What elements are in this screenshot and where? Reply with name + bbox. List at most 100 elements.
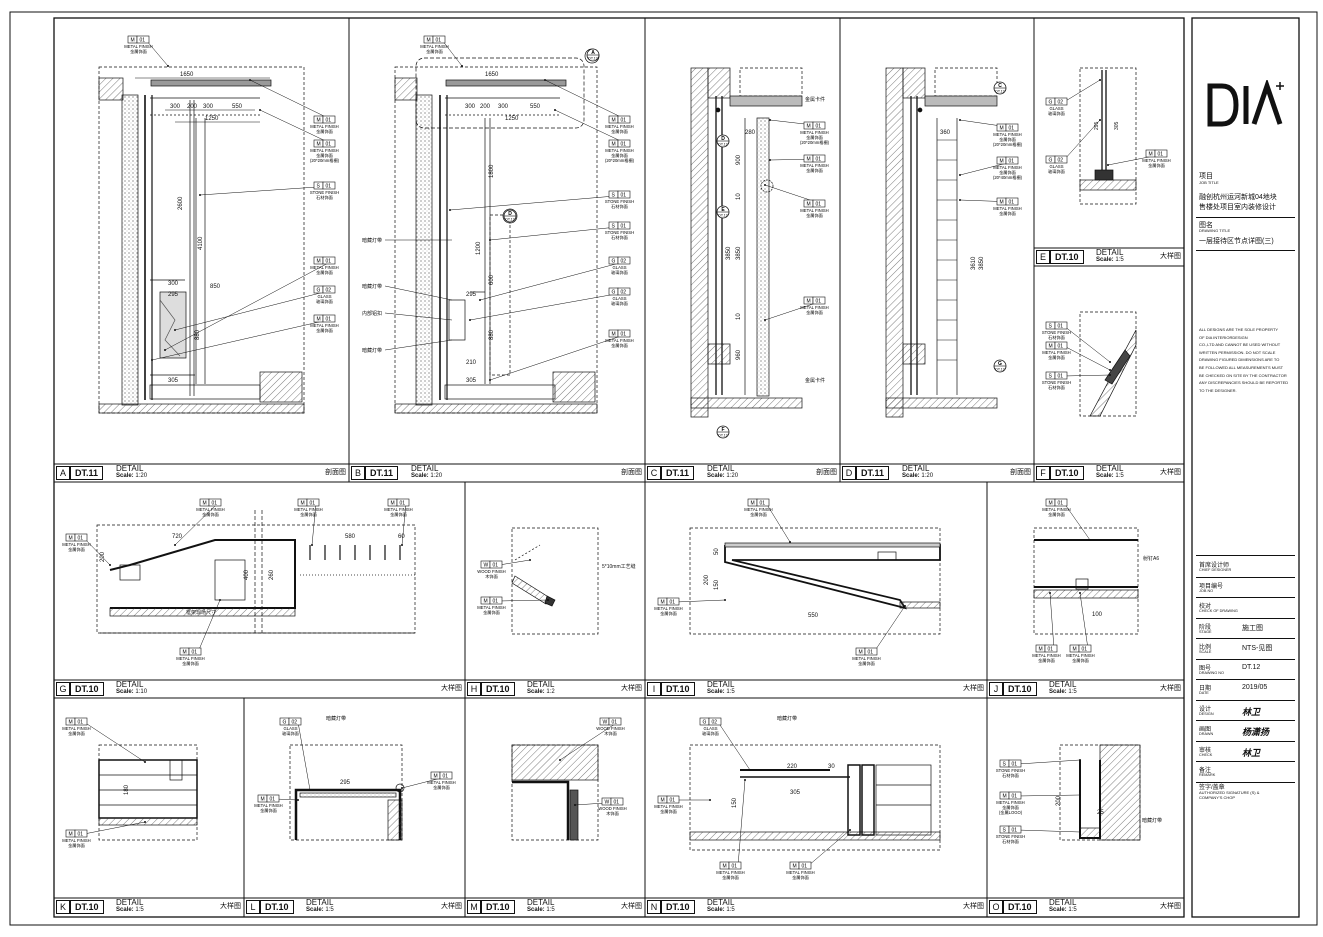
svg-text:金属饰面: 金属饰面 [611, 342, 628, 349]
panel-h-drawing [511, 527, 599, 635]
row-label: 校对 [1199, 604, 1212, 610]
svg-text:850: 850 [210, 284, 221, 290]
svg-text:金属饰面: 金属饰面 [68, 546, 85, 553]
svg-text:150: 150 [732, 797, 738, 808]
outer-border [9, 11, 1318, 926]
svg-text:01: 01 [868, 650, 874, 656]
drawing-title: 一层接待区节点详图(三) [1199, 238, 1274, 245]
row-label-en: DRAWING NO [1199, 670, 1224, 675]
row-label-en: DATE [1199, 691, 1209, 695]
svg-text:STONE FINISH: STONE FINISH [996, 834, 1025, 839]
detail-letter: O [989, 900, 1003, 914]
svg-text:D: D [721, 136, 725, 142]
svg-text:金属饰面: 金属饰面 [316, 152, 333, 159]
scale-label: Scale: 1:20 [116, 473, 148, 479]
svg-text:1650: 1650 [485, 72, 499, 78]
svg-text:金属饰面: 金属饰面 [660, 610, 677, 617]
svg-text:900: 900 [736, 154, 742, 165]
svg-text:金属饰面: 金属饰面 [999, 169, 1016, 176]
detail-label: DETAIL [116, 898, 144, 907]
svg-text:G: G [703, 720, 707, 726]
svg-text:G: G [1049, 158, 1053, 164]
title-block-border [1191, 17, 1300, 918]
svg-text:METAL FINISH: METAL FINISH [1042, 350, 1070, 355]
svg-text:M: M [1003, 794, 1007, 800]
svg-text:M: M [69, 720, 73, 726]
drawing-kind: 大样图 [621, 903, 642, 910]
svg-text:METAL FINISH: METAL FINISH [996, 800, 1024, 805]
panel-c-drawing [690, 67, 803, 418]
svg-text:M: M [612, 118, 616, 124]
detail-letter: I [647, 682, 661, 696]
svg-text:01: 01 [816, 157, 822, 163]
panel-k-drawing [98, 744, 198, 841]
svg-text:01: 01 [140, 38, 146, 44]
svg-text:玻璃饰面: 玻璃饰面 [1048, 110, 1065, 117]
detail-letter: L [246, 900, 260, 914]
svg-text:石材饰面: 石材饰面 [1002, 772, 1019, 779]
svg-text:METAL FINISH: METAL FINISH [744, 507, 772, 512]
svg-text:01: 01 [1012, 762, 1018, 768]
panel-l-drawing [289, 744, 405, 841]
svg-text:260: 260 [269, 569, 275, 580]
svg-text:石材饰面: 石材饰面 [1048, 334, 1065, 341]
panel-m-drawing [511, 744, 599, 841]
scale-label: Scale: 1:20 [902, 473, 934, 479]
svg-text:01: 01 [1012, 794, 1018, 800]
panel-n-light-note: 暗藏灯带 [777, 715, 797, 722]
drawing-kind: 大样图 [1160, 903, 1181, 910]
svg-text:M: M [317, 142, 321, 148]
svg-text:01: 01 [1058, 344, 1064, 350]
panel-i-drawing [689, 527, 941, 635]
svg-text:01: 01 [760, 501, 766, 507]
row-label: 首席设计师 [1199, 563, 1230, 569]
panel-o-dims: 200 25 [1056, 795, 1104, 816]
panel-b-notes: 暗藏灯带 暗藏灯带 内部铝扣 暗藏灯带 [362, 237, 382, 354]
detail-letter: D [842, 466, 856, 480]
svg-text:01: 01 [621, 142, 627, 148]
svg-text:M: M [131, 38, 135, 44]
panel-g-frame-note: 框架现场尺寸 [186, 609, 216, 616]
panel-k-dim: 180 [124, 784, 130, 795]
panel-h-seam-note: 5*10mm工艺缝 [602, 563, 636, 570]
row-label-en: REMARK [1199, 773, 1216, 777]
detail-letter: A [56, 466, 70, 480]
svg-text:STONE FINISH: STONE FINISH [605, 230, 634, 235]
svg-text:GLASS: GLASS [704, 726, 718, 731]
svg-text:METAL FINISH: METAL FINISH [993, 165, 1021, 170]
svg-text:S: S [1049, 324, 1053, 330]
svg-text:01: 01 [310, 501, 316, 507]
svg-text:M: M [434, 774, 438, 780]
detail-label: DETAIL [116, 464, 144, 473]
svg-text:M: M [317, 317, 321, 323]
detail-label: DETAIL [411, 464, 439, 473]
detail-label: DETAIL [902, 464, 930, 473]
svg-text:01: 01 [493, 563, 499, 569]
svg-text:400: 400 [244, 569, 250, 580]
svg-text:01: 01 [621, 118, 627, 124]
svg-text:1650: 1650 [180, 72, 194, 78]
detail-label: DETAIL [707, 898, 735, 907]
svg-text:石材饰面: 石材饰面 [611, 234, 628, 241]
svg-text:金属饰面: 金属饰面 [316, 327, 333, 334]
scale-label: Scale: 1:5 [707, 907, 735, 913]
svg-text:960: 960 [736, 349, 742, 360]
svg-text:01: 01 [1058, 374, 1064, 380]
svg-text:METAL FINISH: METAL FINISH [800, 305, 828, 310]
